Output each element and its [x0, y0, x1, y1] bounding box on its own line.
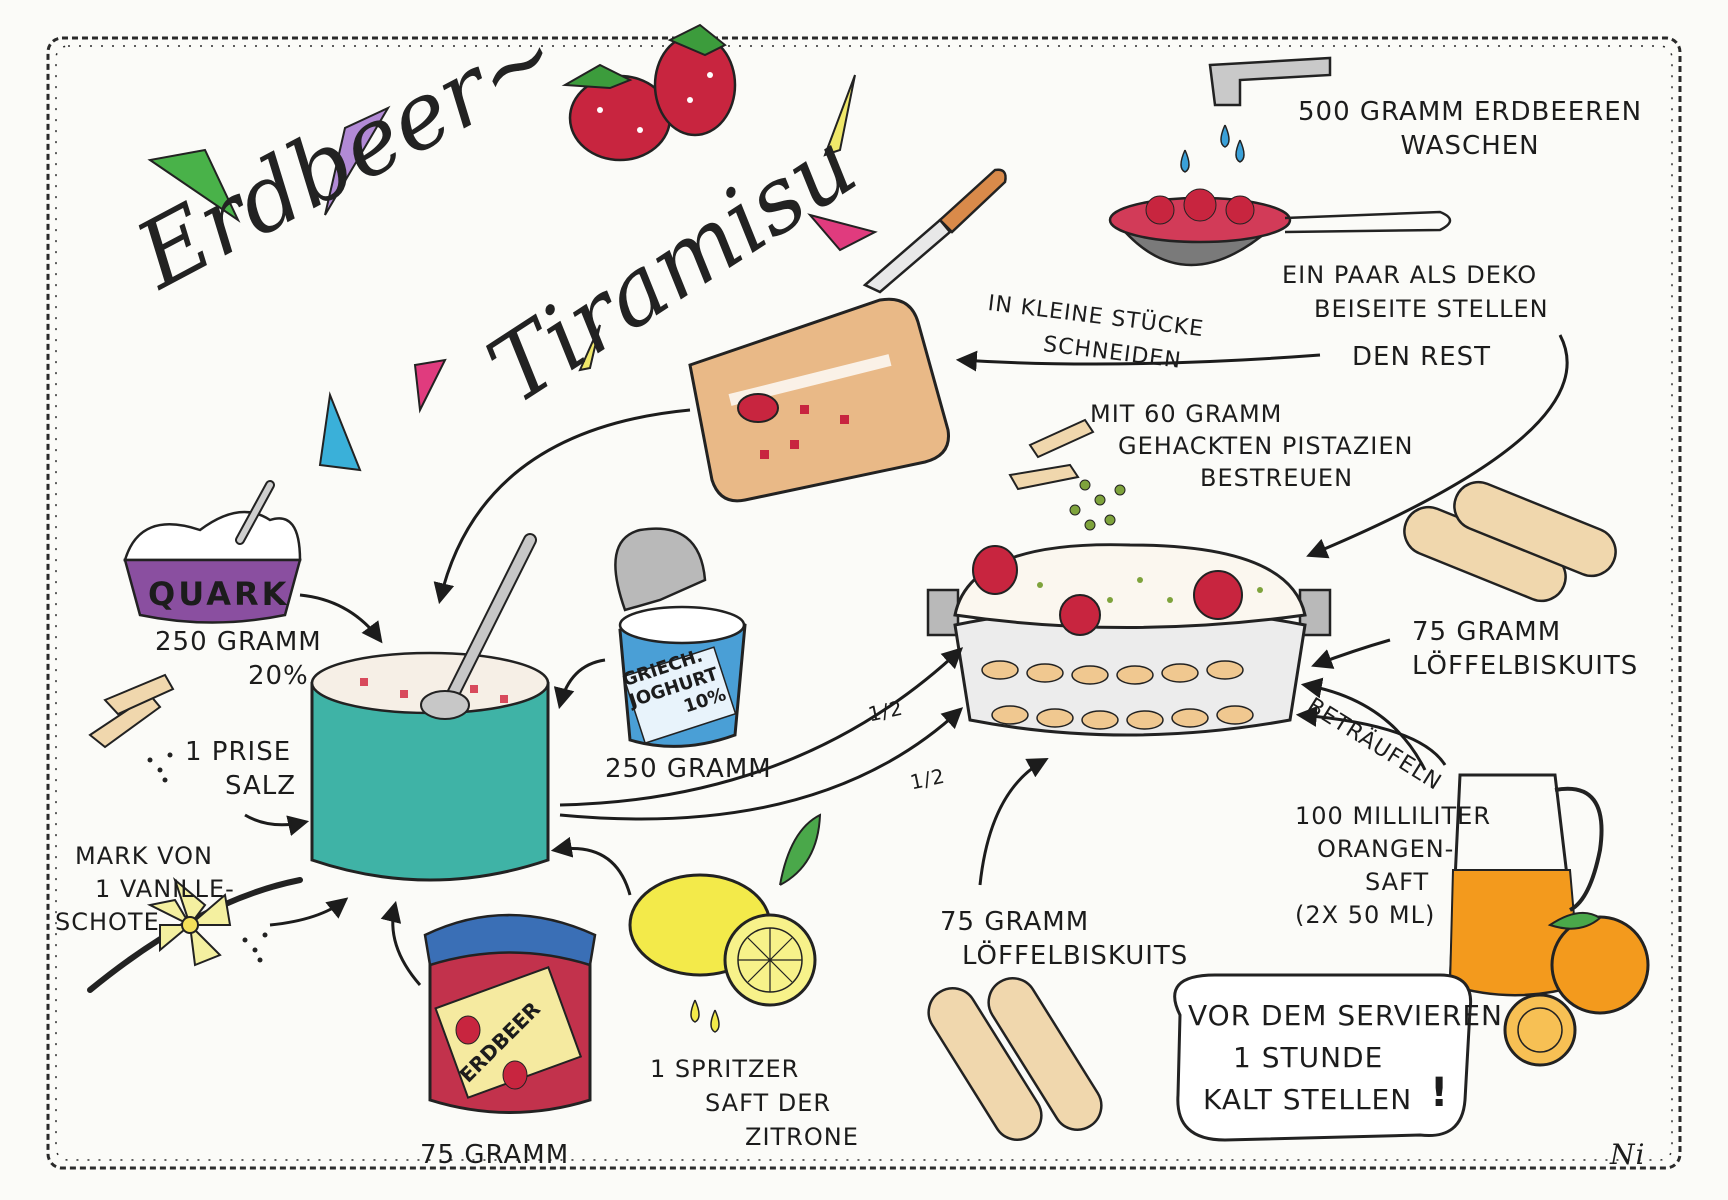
- biscuits-top-text: 75 Gramm Löffelbiskuits: [1412, 617, 1639, 681]
- decorative-border: [46, 36, 1682, 1170]
- confetti-decoration: [147, 74, 878, 472]
- water-tap-icon: [1180, 56, 1332, 173]
- lemon-icon: [628, 813, 822, 1033]
- cutting-board-icon: [688, 297, 951, 503]
- chill-note-bubble: [1173, 973, 1473, 1142]
- tiramisu-dish-icon: [926, 543, 1332, 737]
- vanilla-flower-icon: [87, 876, 303, 993]
- colander-icon: [1108, 188, 1452, 267]
- rest-text: Den Rest: [1352, 342, 1492, 372]
- knife-icon: [862, 168, 1007, 294]
- chill-text: Vor dem Servieren 1 Stunde kalt stellen: [1188, 999, 1503, 1116]
- ladyfingers-icon: [927, 977, 1103, 1141]
- pistachio-text: Mit 60 Gramm gehackten Pistazien bestreu…: [1090, 400, 1414, 492]
- strawberries-icon: [561, 23, 737, 162]
- half-portion-1: 1/2: [865, 695, 906, 727]
- half-portion-2: 1/2: [907, 763, 948, 795]
- mixing-bowl-icon: [310, 533, 550, 882]
- quark-label: Quark: [148, 575, 290, 613]
- wash-strawberries-text: 500 Gramm Erdbeeren waschen: [1298, 97, 1643, 161]
- orange-juice-jug-icon: [1448, 773, 1650, 1067]
- exclamation-mark: !: [1430, 1070, 1449, 1116]
- quark-bowl-icon: [123, 480, 302, 624]
- biscuits-bottom-text: 75 Gramm Löffelbiskuits: [940, 907, 1189, 971]
- yogurt-amount-text: 250 Gramm: [605, 754, 772, 784]
- flow-arrows: [244, 334, 1569, 986]
- ladyfingers-icon: [1403, 480, 1617, 603]
- quark-amount-text: 250 Gramm 20%: [155, 627, 322, 691]
- signature: Ni: [1610, 1138, 1646, 1171]
- salt-text: 1 Prise Salz: [185, 737, 297, 801]
- jam-amount-text: 75 Gramm: [420, 1140, 570, 1170]
- yogurt-cup-icon: [614, 527, 747, 748]
- deko-text: Ein Paar als Deko beiseite stellen: [1282, 261, 1549, 323]
- lemon-text: 1 Spritzer Saft der Zitrone: [650, 1055, 859, 1151]
- orange-juice-text: 100 Milliliter Orangen- saft (2x 50 ml): [1295, 802, 1491, 929]
- pistachio-pinch-icon: [1008, 418, 1126, 531]
- vanilla-text: Mark von 1 Vanille- Schote: [55, 842, 235, 936]
- jam-jar-icon: [423, 913, 597, 1114]
- salt-pinch-icon: [88, 673, 175, 783]
